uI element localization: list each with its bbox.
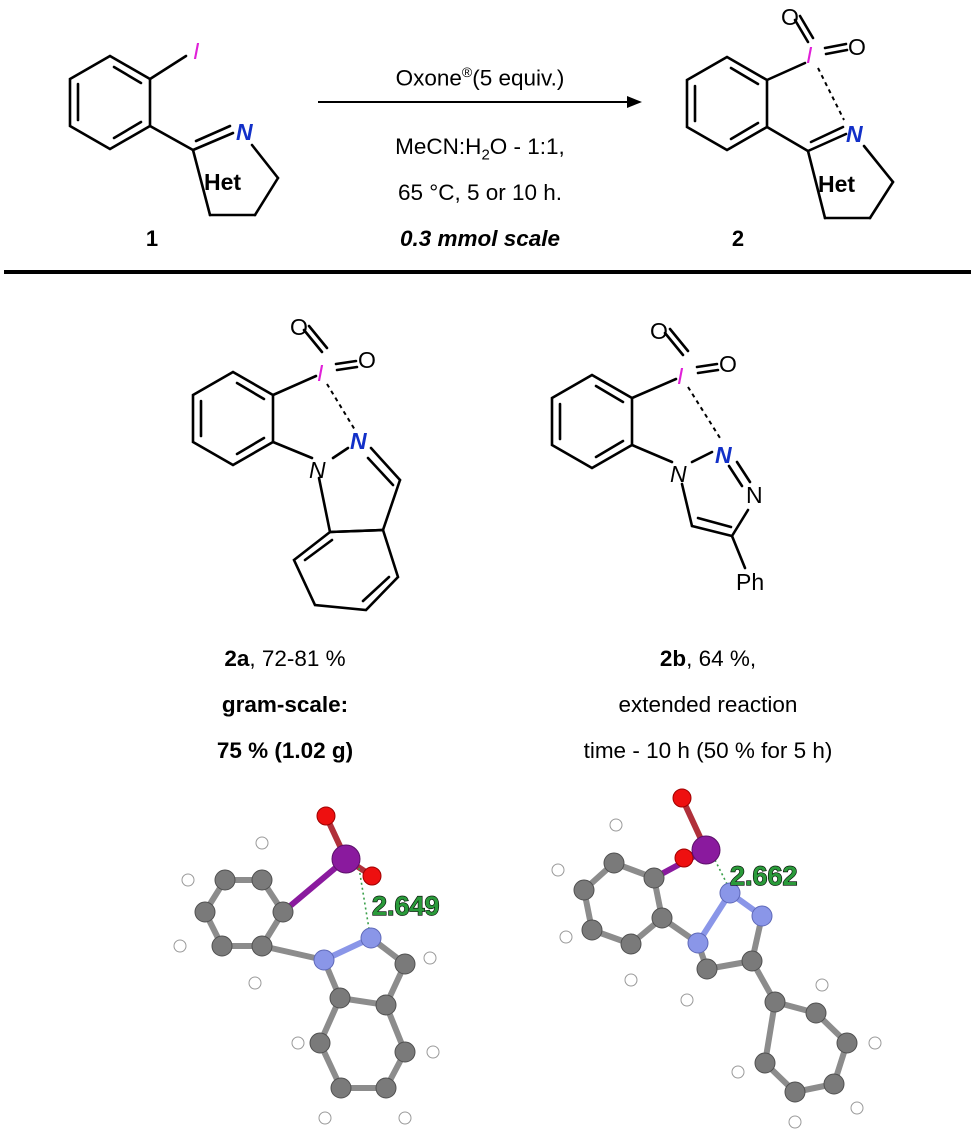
yield-2b: , 64 %, xyxy=(686,646,757,671)
nitrogen-atom: N xyxy=(846,121,863,147)
compound-id-2a: 2a xyxy=(224,646,250,671)
oxidant-name: Oxone xyxy=(395,65,462,91)
registered-mark: ® xyxy=(461,64,473,80)
condition-scale: 0.3 mmol scale xyxy=(399,226,561,251)
solvent-subscript: 2 xyxy=(481,146,490,164)
iodine-atom: I xyxy=(317,360,324,386)
caption-2a-gram-label: gram-scale: xyxy=(221,692,349,717)
crystal-structure-2b: 2.662 xyxy=(551,788,882,1129)
nitrogen-atom: N xyxy=(236,119,253,145)
caption-2b-note2: time - 10 h (50 % for 5 h) xyxy=(583,738,833,763)
nitrogen-atom: N xyxy=(670,461,687,487)
oxygen-atom: O xyxy=(290,314,308,340)
distance-label-2b: 2.662 xyxy=(730,861,798,891)
oxygen-atom: O xyxy=(358,347,376,373)
nitrogen-atom: N xyxy=(350,428,367,454)
product-2b-structure: O O I N N N Ph xyxy=(550,318,764,595)
het-label: Het xyxy=(204,169,241,195)
oxygen-atom: O xyxy=(781,4,799,30)
product-2a-structure: O O I N N xyxy=(191,314,402,612)
condition-solvent: MeCN:H2O - 1:1, xyxy=(318,134,642,164)
condition-temp-time: 65 °C, 5 or 10 h. xyxy=(397,180,563,205)
crystal-structure-2a: 2.649 xyxy=(173,806,440,1125)
oxygen-atom: O xyxy=(719,351,737,377)
caption-2b-note1: extended reaction xyxy=(618,692,798,717)
solvent-post: O - 1:1, xyxy=(489,134,565,159)
distance-label-2a: 2.649 xyxy=(372,891,440,921)
condition-oxidant: Oxone®(5 equiv.) xyxy=(318,64,642,92)
het-label: Het xyxy=(818,171,855,197)
iodine-atom: I xyxy=(193,38,200,64)
nitrogen-atom: N xyxy=(309,457,326,483)
phenyl-label: Ph xyxy=(736,569,764,595)
oxygen-atom: O xyxy=(848,34,866,60)
caption-2a-yield: 2a, 72-81 % xyxy=(160,646,410,672)
product-structure: O O I N Het xyxy=(685,4,895,220)
nitrogen-atom: N xyxy=(746,482,763,508)
reactant-label: 1 xyxy=(146,226,158,251)
reactant-structure: I N Het xyxy=(68,38,280,217)
oxygen-atom: O xyxy=(650,318,668,344)
compound-id-2b: 2b xyxy=(659,646,687,671)
oxidant-equiv: (5 equiv.) xyxy=(472,65,565,91)
iodine-atom: I xyxy=(677,363,684,389)
reaction-arrow xyxy=(318,96,642,108)
nitrogen-atom: N xyxy=(715,442,732,468)
yield-2a: , 72-81 % xyxy=(249,646,346,671)
iodine-atom: I xyxy=(806,42,813,68)
product-label: 2 xyxy=(732,226,744,251)
solvent-pre: MeCN:H xyxy=(395,134,482,159)
caption-2a-gram-value: 75 % (1.02 g) xyxy=(216,738,354,763)
caption-2b-yield: 2b, 64 %, xyxy=(528,646,888,672)
